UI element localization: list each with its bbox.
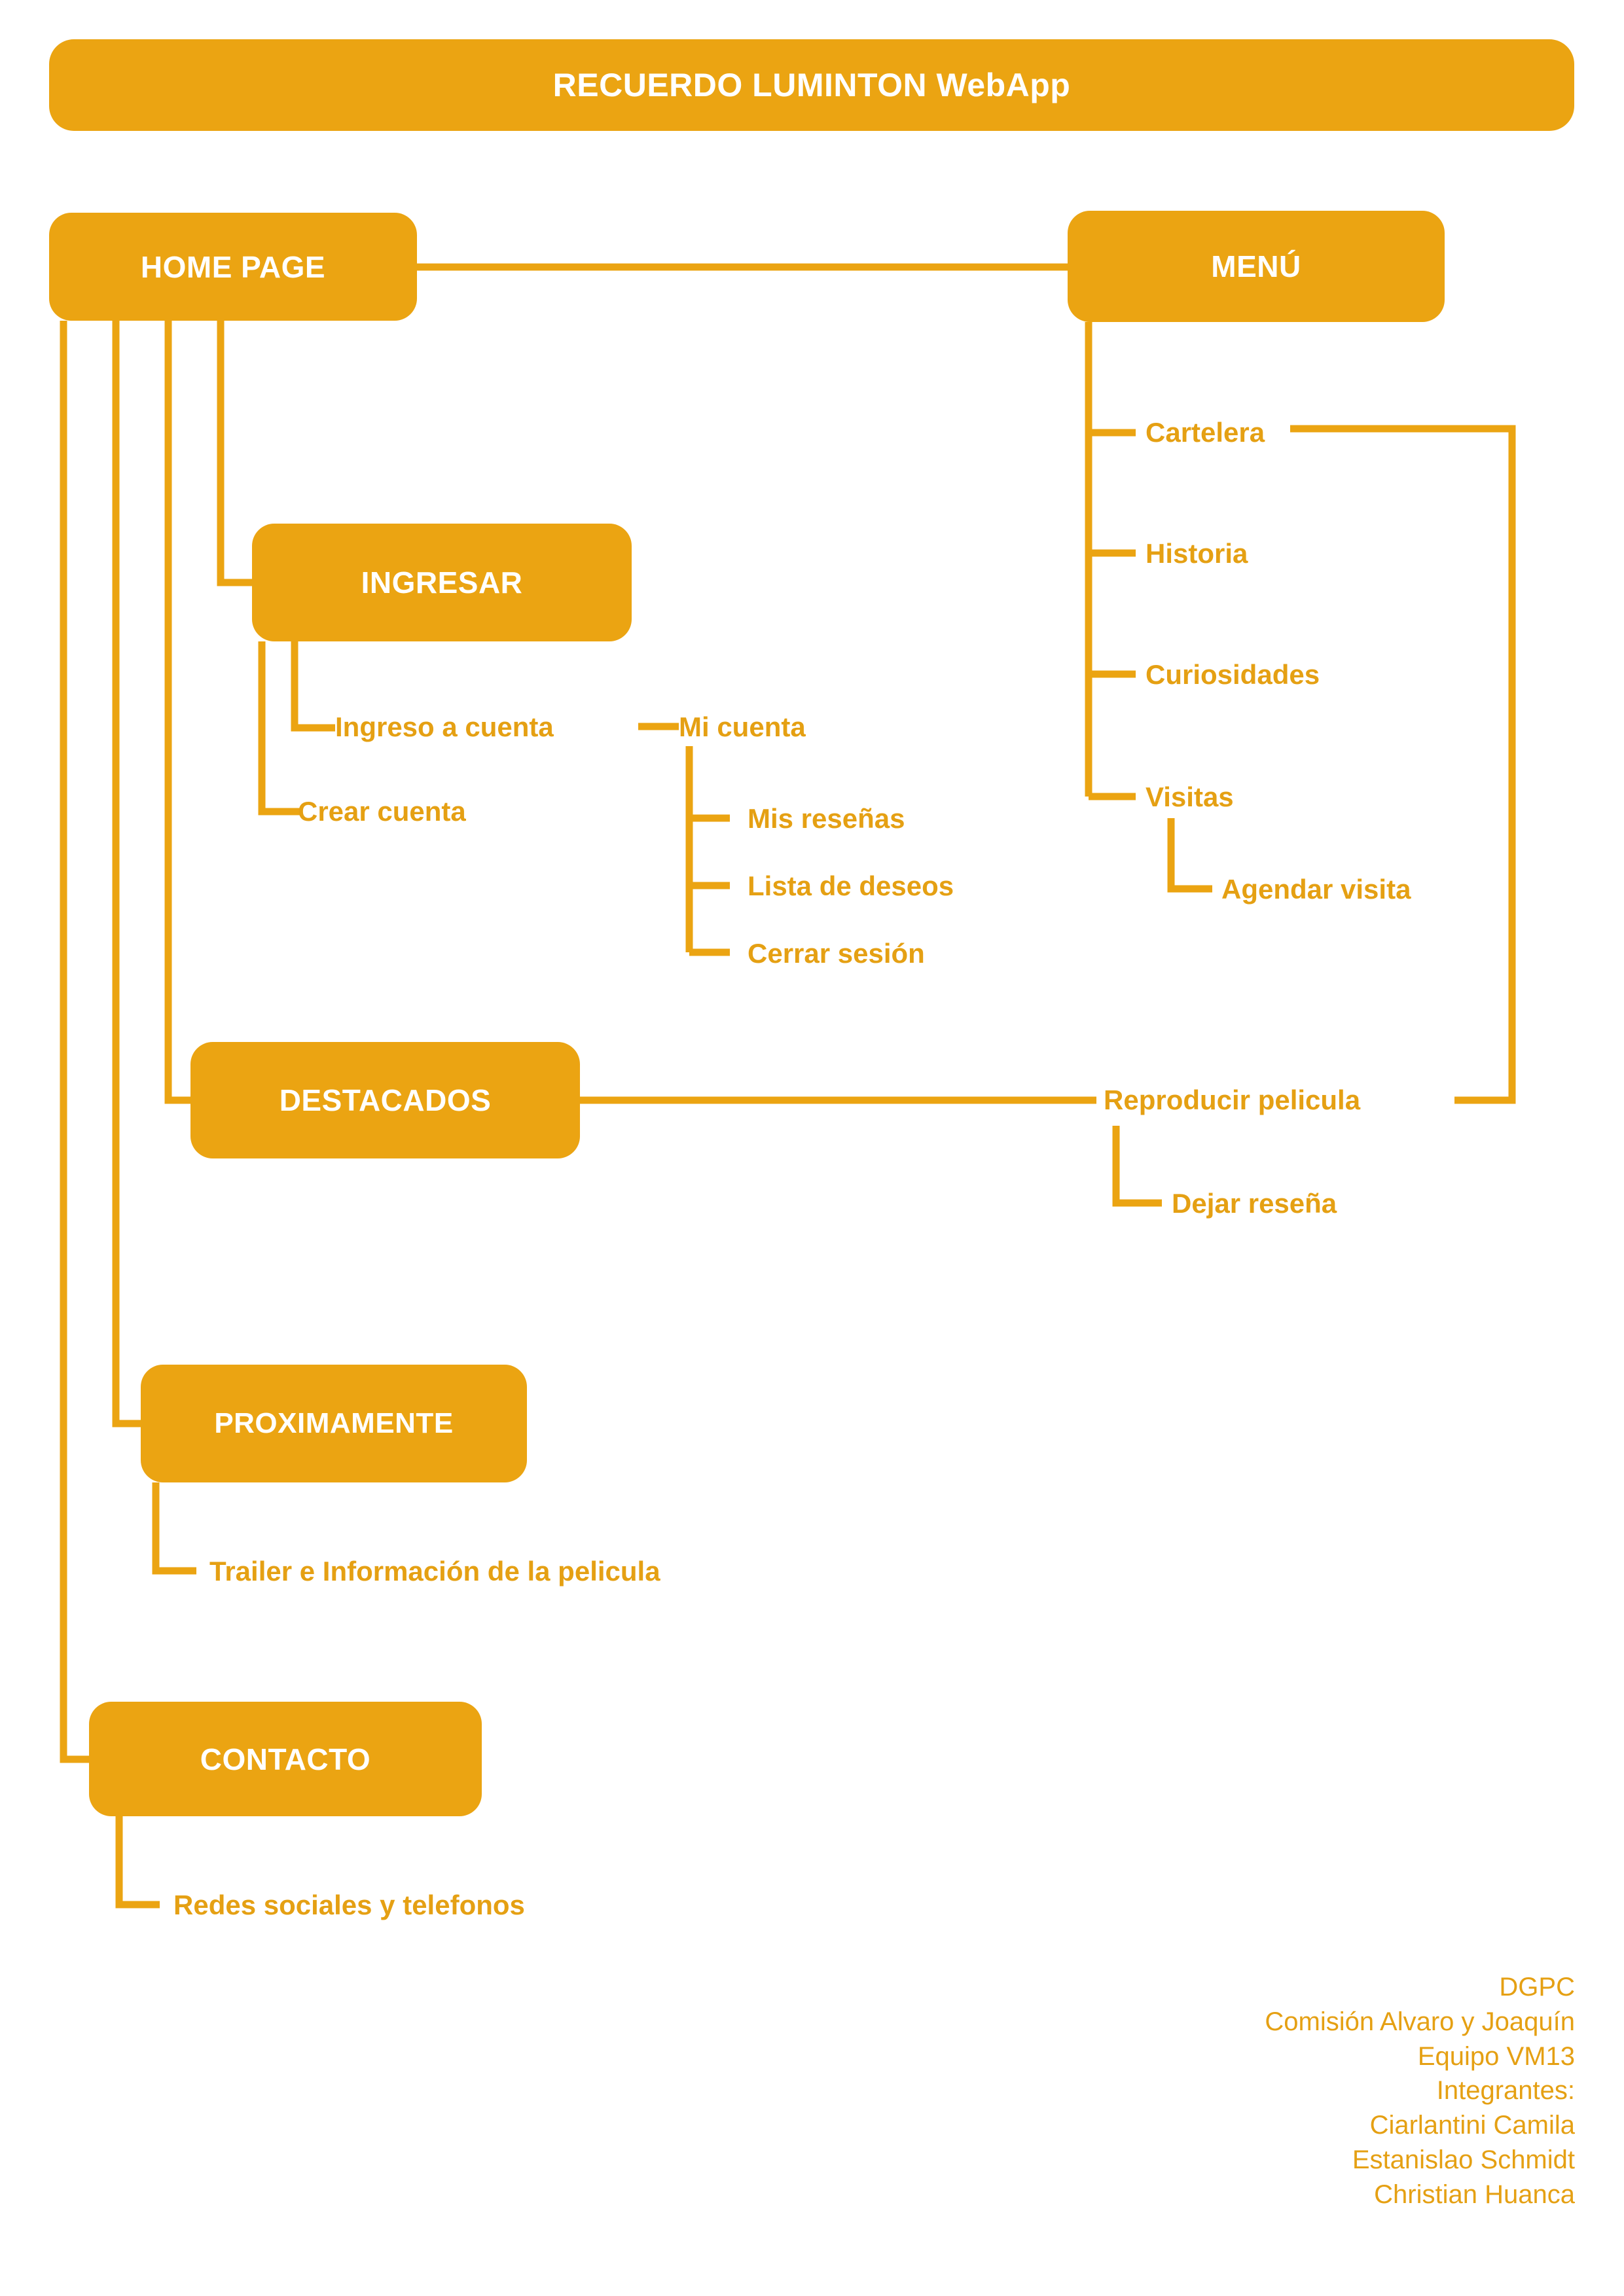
leaf-mi-cuenta[interactable]: Mi cuenta — [679, 711, 806, 742]
node-proximamente-label: PROXIMAMENTE — [214, 1407, 454, 1439]
credits-line-2: Comisión Alvaro y Joaquín — [1265, 2007, 1575, 2036]
wire-visitas-agendar — [1167, 818, 1212, 893]
wire-ingresar-ingreso-cuenta — [291, 641, 335, 732]
leaf-redes-sociales[interactable]: Redes sociales y telefonos — [173, 1890, 525, 1920]
leaf-lista-de-deseos[interactable]: Lista de deseos — [748, 870, 954, 901]
credits-block: DGPC Comisión Alvaro y Joaquín Equipo VM… — [1265, 1970, 1575, 2212]
leaf-cartelera[interactable]: Cartelera — [1146, 417, 1265, 448]
wire-ingresar-crear-cuenta — [258, 641, 302, 816]
leaf-curiosidades[interactable]: Curiosidades — [1146, 659, 1320, 690]
wire-home-to-ingresar — [217, 321, 252, 586]
node-proximamente[interactable]: PROXIMAMENTE — [141, 1365, 527, 1482]
leaf-dejar-resena[interactable]: Dejar reseña — [1172, 1188, 1337, 1219]
credits-line-1: DGPC — [1499, 1973, 1575, 2001]
credits-line-4: Integrantes: — [1436, 2076, 1575, 2106]
leaf-ingreso-a-cuenta[interactable]: Ingreso a cuenta — [335, 711, 554, 742]
node-contacto-label: CONTACTO — [200, 1742, 371, 1776]
node-destacados[interactable]: DESTACADOS — [190, 1042, 580, 1158]
node-contacto[interactable]: CONTACTO — [89, 1702, 482, 1816]
leaf-cerrar-sesion[interactable]: Cerrar sesión — [748, 938, 925, 969]
wire-reproducir-dejarresena — [1112, 1126, 1162, 1207]
node-destacados-label: DESTACADOS — [279, 1083, 492, 1117]
leaf-crear-cuenta[interactable]: Crear cuenta — [298, 796, 466, 827]
page-title: RECUERDO LUMINTON WebApp — [49, 39, 1574, 131]
node-home-page-label: HOME PAGE — [140, 249, 326, 284]
leaf-visitas[interactable]: Visitas — [1146, 781, 1234, 812]
wire-home-to-proximamente — [112, 321, 141, 1427]
wire-proximamente-trailer — [152, 1482, 196, 1575]
wire-cartelera-to-reproducir — [1290, 425, 1516, 1104]
credits-line-7: Christian Huanca — [1374, 2179, 1575, 2209]
node-menu[interactable]: MENÚ — [1068, 211, 1445, 322]
leaf-historia[interactable]: Historia — [1146, 538, 1248, 569]
leaf-trailer-informacion[interactable]: Trailer e Información de la pelicula — [209, 1556, 660, 1587]
credits-line-3: Equipo VM13 — [1417, 2041, 1575, 2071]
credits-line-6: Estanislao Schmidt — [1352, 2145, 1575, 2174]
node-ingresar-label: INGRESAR — [361, 565, 523, 600]
node-ingresar[interactable]: INGRESAR — [252, 524, 632, 641]
leaf-mis-resenas[interactable]: Mis reseñas — [748, 803, 905, 834]
wire-contacto-redes — [115, 1816, 160, 1909]
node-home-page[interactable]: HOME PAGE — [49, 213, 417, 321]
leaf-agendar-visita[interactable]: Agendar visita — [1221, 874, 1411, 905]
page-title-label: RECUERDO LUMINTON WebApp — [552, 67, 1071, 103]
leaf-reproducir-pelicula[interactable]: Reproducir pelicula — [1104, 1085, 1361, 1115]
wire-home-to-destacados — [164, 321, 190, 1104]
node-menu-label: MENÚ — [1211, 249, 1301, 283]
wire-home-to-contacto — [60, 321, 89, 1763]
credits-line-5: Ciarlantini Camila — [1369, 2111, 1575, 2140]
